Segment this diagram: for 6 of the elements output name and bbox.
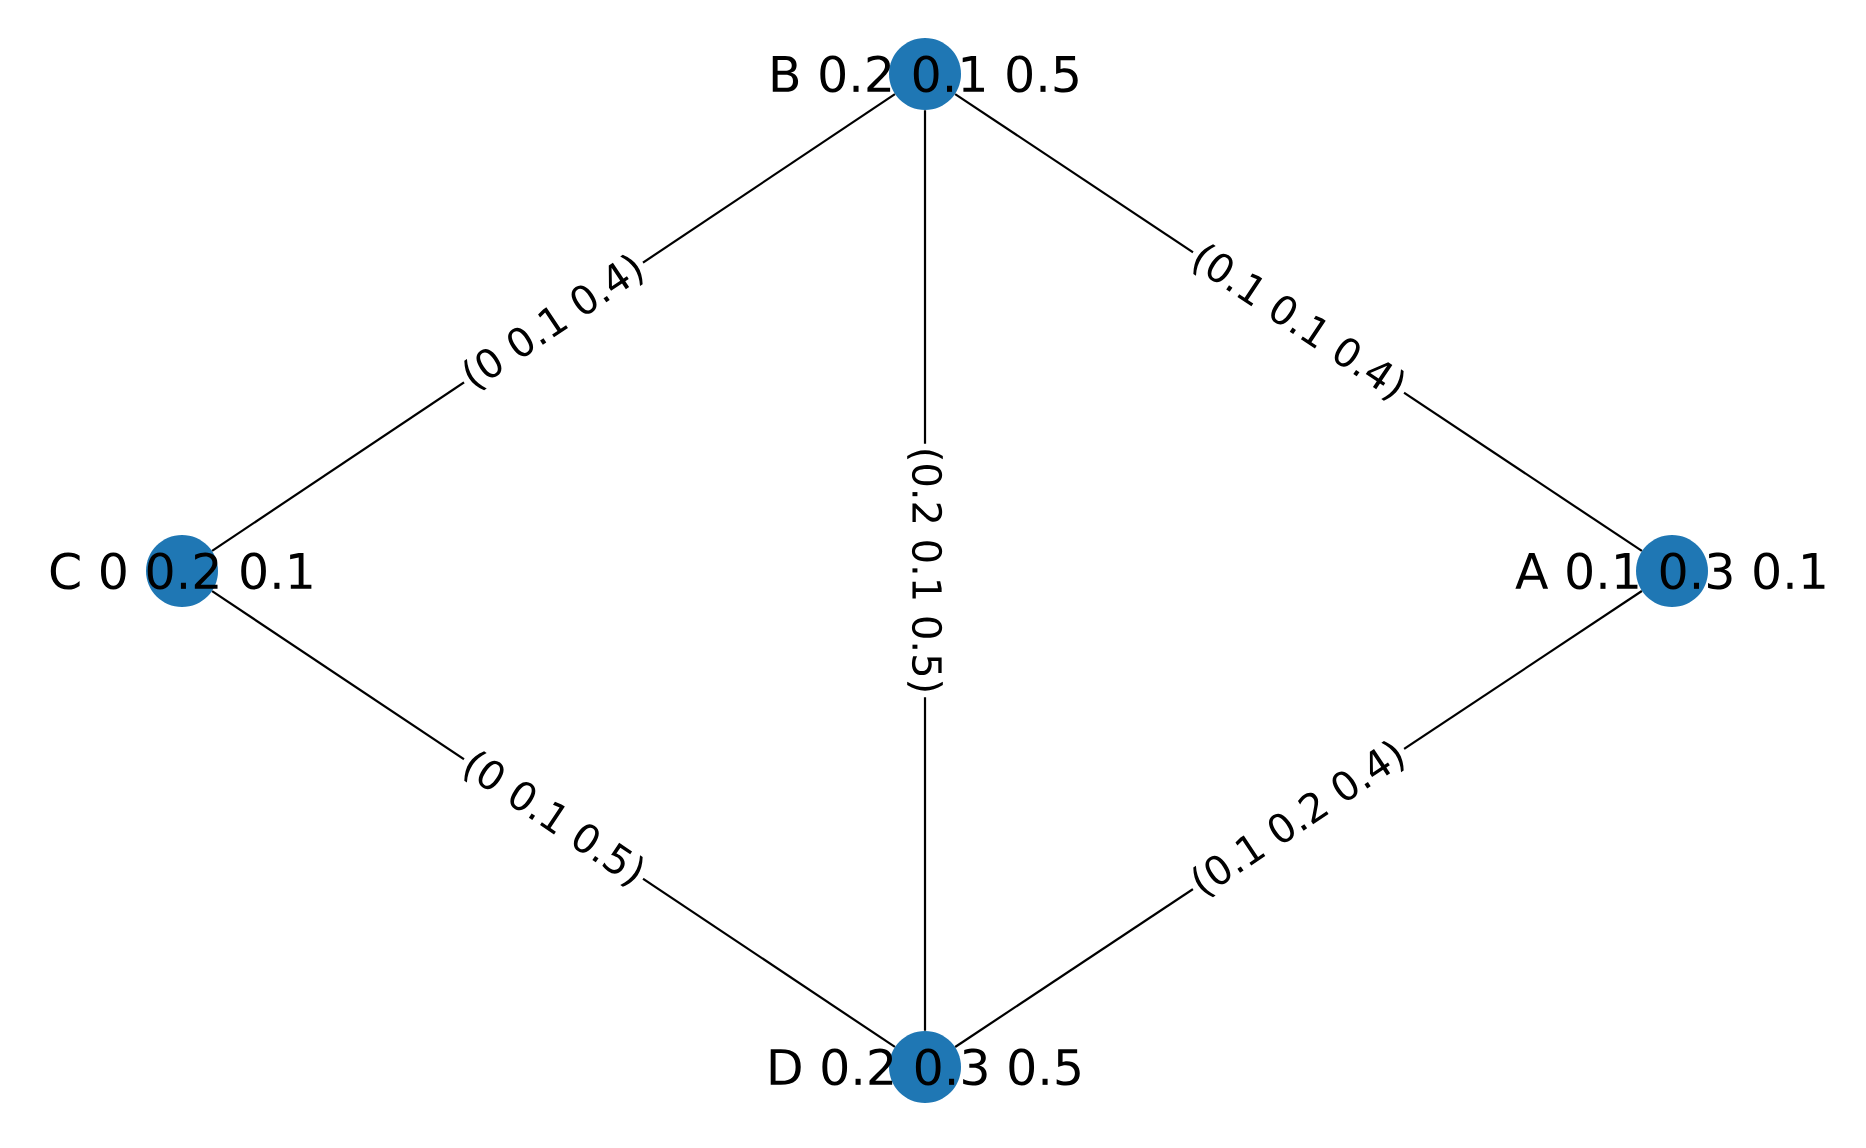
edge-label: (0 0.1 0.4) xyxy=(464,254,643,391)
edge-label: (0.1 0.2 0.4) xyxy=(1193,740,1404,898)
edge-label: (0.1 0.1 0.4) xyxy=(1193,244,1404,401)
graph-node: C 0 0.2 0.1 xyxy=(50,535,312,607)
edge-label: (0.2 0.1 0.5) xyxy=(907,450,943,691)
edge-label: (0 0.1 0.5) xyxy=(464,751,643,887)
